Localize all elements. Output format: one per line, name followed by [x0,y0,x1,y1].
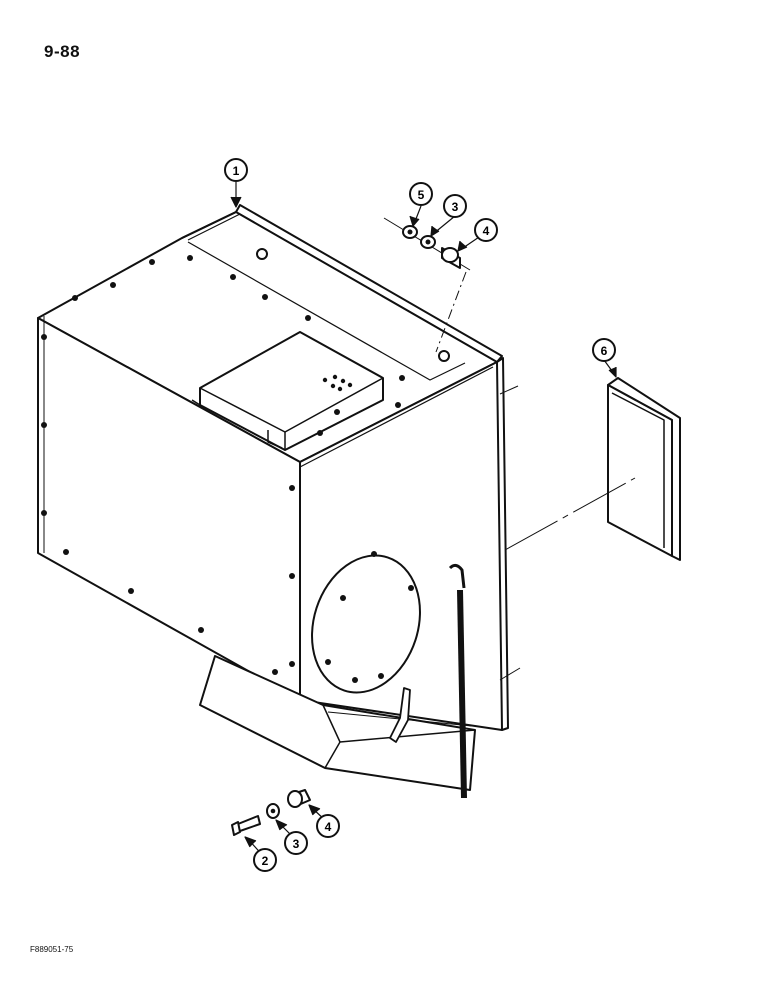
box-bolts [41,255,414,683]
box-assembly [37,204,509,799]
callout-6-label: 6 [601,344,608,358]
callout-5: 5 [409,182,433,206]
bolt-bottom [231,815,261,836]
page-number: 9-88 [44,42,81,61]
callout-6: 6 [592,338,616,362]
box-top-channel [187,241,466,381]
callout-4-top: 4 [474,218,498,242]
figure-code: F889051-75 [30,945,74,954]
filter-panel [607,377,681,561]
callout-4-bottom-label: 4 [325,820,332,834]
top-hardware [383,217,471,353]
callout-1: 1 [224,158,248,182]
alignment-lines [499,385,636,681]
mounting-clip [389,687,411,743]
box-top-lip [181,204,503,363]
access-cover-plate [311,554,421,694]
callout-4-top-label: 4 [483,224,490,238]
callout-2: 2 [253,848,277,872]
leader-arrows [230,182,617,859]
bottom-hardware [231,789,311,836]
dipstick-rod [457,589,467,799]
callout-3-top: 3 [443,194,467,218]
callout-3-bottom-label: 3 [293,837,300,851]
callout-3-bottom: 3 [284,831,308,855]
callout-1-label: 1 [233,164,240,178]
callout-4-bottom: 4 [316,814,340,838]
callout-2-label: 2 [262,854,269,868]
callout-5-label: 5 [418,188,425,202]
callout-3-top-label: 3 [452,200,459,214]
